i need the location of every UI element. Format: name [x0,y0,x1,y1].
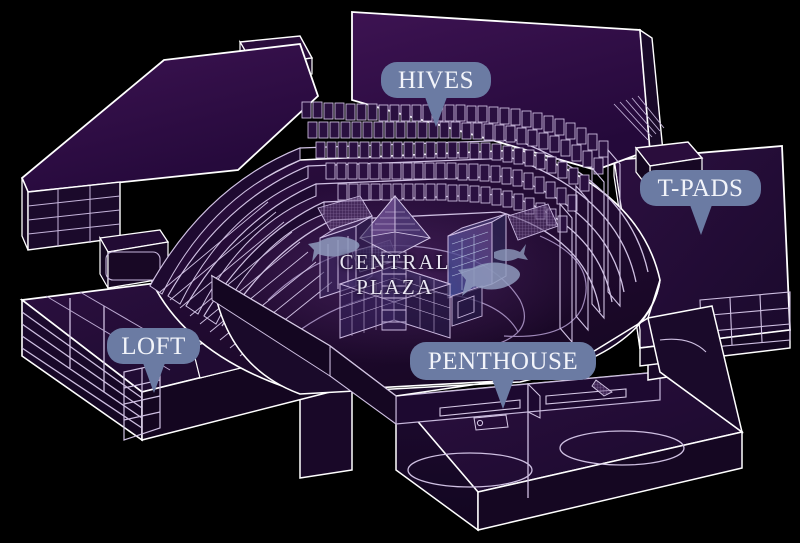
hives-terraces [149,101,649,357]
marker-central-plaza-label-line-2: PLAZA [356,274,434,299]
northwest-roof-grid [27,186,121,247]
marker-loft-pointer [142,363,165,393]
plaza-fish-right [458,262,520,296]
penthouse-block [394,371,744,532]
northeast-wing-fins [613,95,665,141]
plaza-fish-left [308,236,360,262]
southeast-ramp [647,305,744,434]
marker-loft[interactable]: LOFT [107,328,200,393]
marker-t-pads-label: T-PADS [657,174,744,202]
central-plaza-cluster [308,194,559,339]
marker-loft-label: LOFT [121,332,186,360]
marker-central-plaza[interactable]: CENTRAL PLAZA [335,250,455,300]
marker-penthouse-label: PENTHOUSE [427,347,579,375]
northwest-roof [20,43,320,291]
marker-penthouse[interactable]: PENTHOUSE [410,342,596,409]
plaza-fish-small [494,244,528,261]
marker-hives-label: HIVES [397,66,475,94]
marker-t-pads[interactable]: T-PADS [640,170,761,235]
marker-central-plaza-label-line-1: CENTRAL [339,250,451,274]
loft-stripes [21,298,143,429]
plaza-lower-arms [338,265,452,339]
marker-t-pads-pointer [689,205,712,235]
hive-cells [301,101,609,233]
marker-hives-pointer [425,97,447,127]
plaza-panel-ne [507,203,559,241]
marker-hives[interactable]: HIVES [381,62,491,127]
marker-penthouse-pointer [492,379,514,409]
plaza-terminal-box [451,285,483,327]
plaza-pyramid [358,194,432,257]
plaza-column [381,251,407,331]
